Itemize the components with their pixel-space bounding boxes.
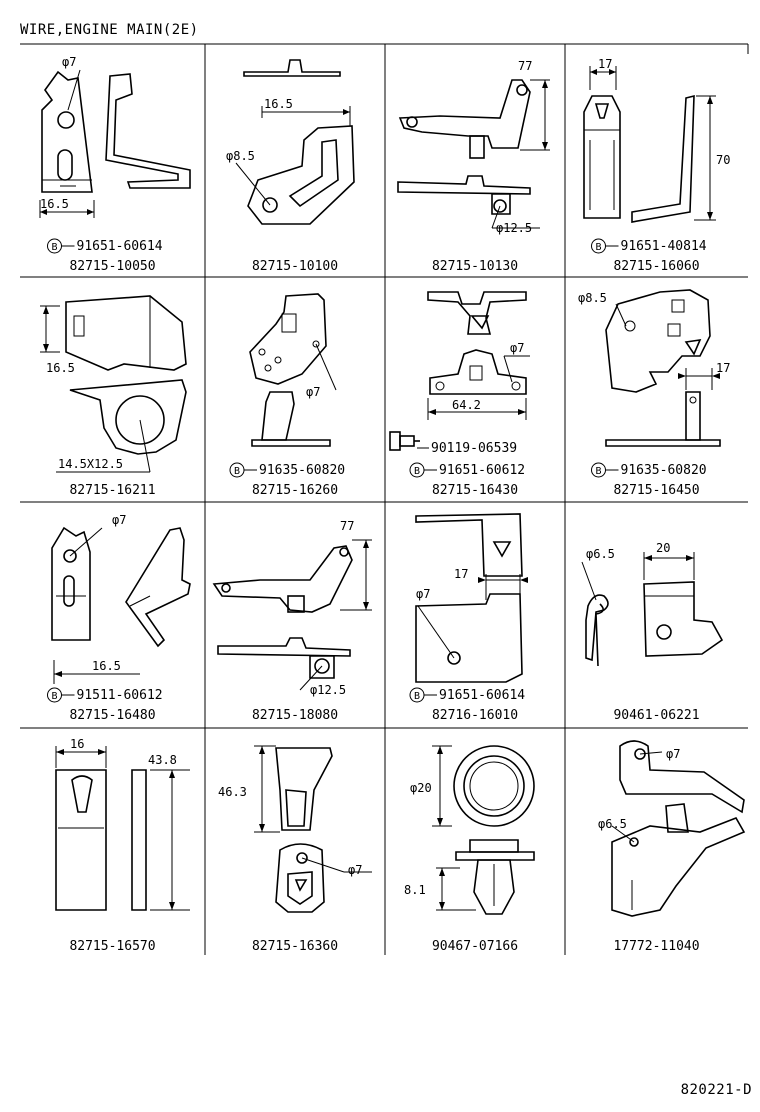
svg-text:φ6.5: φ6.5 xyxy=(598,817,627,831)
part-number-label[interactable]: 82715-16060 xyxy=(613,259,699,274)
svg-text:φ7: φ7 xyxy=(306,385,320,399)
sub-part-number-label[interactable]: 91651-60614 xyxy=(77,239,163,254)
svg-text:φ6.5: φ6.5 xyxy=(586,547,615,561)
grid-lines xyxy=(20,44,748,955)
sub-part-number-label[interactable]: 91651-40814 xyxy=(621,239,707,254)
part-number-label[interactable]: 82715-16260 xyxy=(252,483,338,498)
part-number-label[interactable]: 82716-16010 xyxy=(432,708,518,723)
svg-text:77: 77 xyxy=(518,59,532,73)
svg-text:16.5: 16.5 xyxy=(264,97,293,111)
svg-text:77: 77 xyxy=(340,519,354,533)
part-number-label[interactable]: 90467-07166 xyxy=(432,939,518,954)
svg-text:φ7: φ7 xyxy=(348,863,362,877)
svg-text:φ8.5: φ8.5 xyxy=(226,149,255,163)
svg-text:8.1: 8.1 xyxy=(404,883,426,897)
sub-part-number-label[interactable]: 91651-60614 xyxy=(439,688,525,703)
part-drawing-82715-10050 xyxy=(39,69,191,218)
part-number-label[interactable]: 82715-18080 xyxy=(252,708,338,723)
svg-text:φ20: φ20 xyxy=(410,781,432,795)
part-number-label[interactable]: 82715-16480 xyxy=(69,708,155,723)
svg-text:φ8.5: φ8.5 xyxy=(578,291,607,305)
svg-text:43.8: 43.8 xyxy=(148,753,177,767)
svg-text:17: 17 xyxy=(716,361,730,375)
part-number-label[interactable]: 82715-10130 xyxy=(432,259,518,274)
sub-part-number-label[interactable]: 91651-60612 xyxy=(439,463,525,478)
svg-text:46.3: 46.3 xyxy=(218,785,247,799)
part-number-label[interactable]: 90461-06221 xyxy=(613,708,699,723)
bolt-marker-letter: B xyxy=(51,242,57,253)
part-number-label[interactable]: 82715-16360 xyxy=(252,939,338,954)
svg-text:16: 16 xyxy=(70,737,84,751)
part-drawing-82716-16010 xyxy=(415,513,528,683)
part-number-label[interactable]: 82715-10050 xyxy=(69,259,155,274)
part-drawing-82715-16570 xyxy=(55,746,190,911)
part-drawing-82715-16430 xyxy=(389,291,530,451)
svg-text:17: 17 xyxy=(598,57,612,71)
part-drawing-82715-18080 xyxy=(212,539,372,691)
svg-text:16.5: 16.5 xyxy=(40,197,69,211)
part-drawing-82715-16260 xyxy=(249,293,337,447)
part-number-label[interactable]: 82715-16430 xyxy=(432,483,518,498)
part-drawing-82715-16480 xyxy=(51,526,191,684)
part-number-label[interactable]: 82715-10100 xyxy=(252,259,338,274)
svg-text:20: 20 xyxy=(656,541,670,555)
part-drawing-82715-16211 xyxy=(40,295,187,473)
screw-icon xyxy=(389,431,420,451)
part-drawing-82715-16360 xyxy=(254,745,372,913)
svg-text:17: 17 xyxy=(454,567,468,581)
sub-part-number-label[interactable]: 91635-60820 xyxy=(621,463,707,478)
part-drawing-82715-16450 xyxy=(605,289,721,447)
bolt-marker-letter: B xyxy=(595,466,601,477)
dimension-labels: φ7 16.5 16.5 φ8.5 77 φ12.5 17 70 16.5 14… xyxy=(40,55,730,897)
bolt-marker-letter: B xyxy=(234,466,240,477)
diagram-title: WIRE,ENGINE MAIN(2E) xyxy=(20,22,199,38)
part-number-label[interactable]: 82715-16211 xyxy=(69,483,155,498)
part-number-label[interactable]: 82715-16570 xyxy=(69,939,155,954)
bolt-marker-letter: B xyxy=(414,466,420,477)
part-drawing-82715-10100 xyxy=(235,59,355,225)
svg-text:φ12.5: φ12.5 xyxy=(496,221,532,235)
svg-text:φ7: φ7 xyxy=(510,341,524,355)
part-drawing-82715-16060 xyxy=(583,66,716,223)
part-drawing-17772-11040 xyxy=(611,740,746,917)
sub-part-number-label[interactable]: 91635-60820 xyxy=(259,463,345,478)
diagram-code: 820221-D xyxy=(680,1082,752,1098)
svg-text:φ7: φ7 xyxy=(666,747,680,761)
svg-text:16.5: 16.5 xyxy=(92,659,121,673)
bolt-marker-letter: B xyxy=(51,691,57,702)
svg-text:φ7: φ7 xyxy=(62,55,76,69)
part-drawing-82715-10130 xyxy=(397,79,550,229)
part-number-label[interactable]: 17772-11040 xyxy=(613,939,699,954)
svg-text:16.5: 16.5 xyxy=(46,361,75,375)
svg-text:φ7: φ7 xyxy=(416,587,430,601)
svg-text:φ7: φ7 xyxy=(112,513,126,527)
svg-text:φ12.5: φ12.5 xyxy=(310,683,346,697)
part-drawing-90467-07166 xyxy=(432,745,535,915)
part-number-label[interactable]: 82715-16450 xyxy=(613,483,699,498)
svg-text:14.5X12.5: 14.5X12.5 xyxy=(58,457,123,471)
part-drawing-90461-06221 xyxy=(581,552,724,667)
bolt-marker-letter: B xyxy=(414,691,420,702)
svg-text:64.2: 64.2 xyxy=(452,398,481,412)
sub-part-number-label[interactable]: 91511-60612 xyxy=(77,688,163,703)
bolt-marker-letter: B xyxy=(595,242,601,253)
extra-part-number-label[interactable]: 90119-06539 xyxy=(431,441,517,456)
svg-text:70: 70 xyxy=(716,153,730,167)
